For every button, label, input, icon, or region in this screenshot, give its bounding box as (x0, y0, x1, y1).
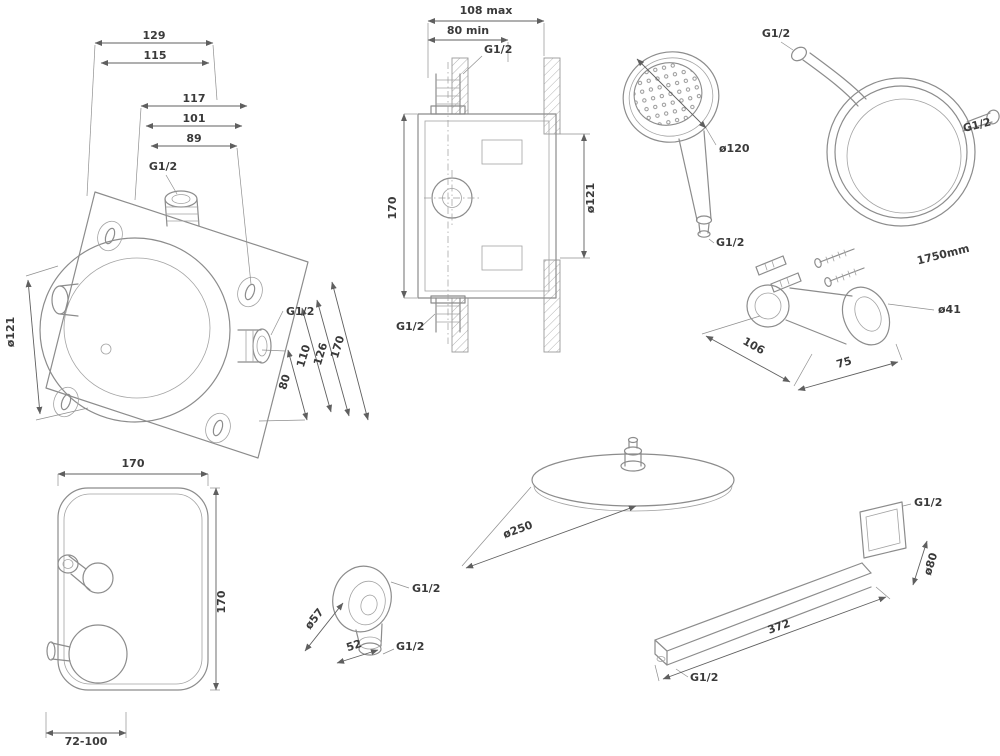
dim-129-label: 129 (143, 29, 166, 42)
mixer-body-drain-hole (100, 343, 112, 355)
hose-thread-top-label: G1/2 (762, 27, 790, 40)
hand-shower-head-outline (622, 51, 720, 143)
left-port (51, 283, 79, 317)
dim-line-dia120 (636, 58, 707, 129)
dim-line-dia57 (304, 602, 344, 652)
trim-plate-outline (57, 487, 209, 691)
dim-101-label: 101 (183, 112, 206, 125)
trim-height-label: 170 (215, 590, 228, 613)
overhead-disc-outline (531, 453, 735, 507)
spout-thread-wall-label: G1/2 (914, 496, 942, 509)
hose-thread-end-label: G1/2 (962, 115, 993, 134)
hose-connector-end (986, 109, 1000, 125)
box-inner (424, 120, 550, 292)
dim-80min-label: 80 min (447, 24, 489, 37)
holder-wall-flange (841, 286, 891, 346)
trim-width-label: 170 (122, 457, 145, 470)
wall-right-upper (543, 57, 561, 135)
holder-body (746, 284, 891, 346)
outlet-thread-bottom-label: G1/2 (396, 640, 424, 653)
mounting-anchors (755, 255, 802, 293)
mixer-body-inner-rim (63, 257, 211, 399)
hose-coil-outer (826, 77, 976, 227)
outlet-thread-side-label: G1/2 (412, 582, 440, 595)
hand-shower-connector (697, 230, 711, 238)
dim-line-dia80 (912, 540, 928, 586)
thread-top-label: G1/2 (149, 160, 177, 173)
holder-cup-ring (746, 284, 790, 328)
dim-line-52 (336, 649, 379, 664)
mounting-screws (814, 248, 865, 287)
trim-depth-label: 72-100 (65, 735, 108, 748)
upper-knob (57, 554, 114, 594)
shower-holder-diagram: 106 75 ø41 (701, 248, 961, 391)
section-dia121-label: ø121 (584, 183, 597, 214)
dim-52-label: 52 (345, 637, 364, 654)
dim-108max-label: 108 max (460, 4, 513, 17)
trim-plate-diagram: 170 170 72-100 (45, 457, 228, 748)
dim-115-label: 115 (144, 49, 167, 62)
dim-126-label: 126 (311, 341, 330, 367)
thread-side-label: G1/2 (286, 305, 314, 318)
shower-hose-diagram: G1/2 G1/2 1750mm (762, 27, 1000, 267)
lower-knob (46, 624, 128, 684)
dim-372-label: 372 (766, 617, 792, 637)
dim-line-372 (662, 596, 887, 680)
overhead-shower-diagram: ø250 (461, 436, 735, 569)
mixer-box-isometric-diagram: 129 115 117 101 89 G1/2 ø121 G1/2 80 110… (4, 29, 370, 459)
dim-80-label: 80 (276, 372, 293, 391)
box-outline (417, 113, 557, 299)
dia80-label: ø80 (921, 551, 940, 577)
dim-89-label: 89 (186, 132, 201, 145)
box-detail-upper (481, 139, 523, 165)
box-detail-lower (481, 245, 523, 271)
spout-wall-plate (859, 501, 907, 559)
side-port (237, 328, 272, 364)
hand-shower-diagram: ø120 G1/2 (622, 51, 750, 249)
mixer-box-wall-section-diagram: 108 max 80 min G1/2 170 ø121 G1/2 (386, 4, 597, 353)
section-170-label: 170 (386, 196, 399, 219)
valve-circle (431, 177, 473, 219)
dim-110-label: 110 (294, 343, 313, 369)
section-thread-top-label: G1/2 (484, 43, 512, 56)
mounting-tabs (53, 220, 263, 444)
dim-106-label: 106 (741, 335, 768, 358)
mixer-plate-outline (45, 191, 309, 459)
dia121-label: ø121 (4, 317, 17, 348)
section-thread-bottom-label: G1/2 (396, 320, 424, 333)
hand-shower-thread-label: G1/2 (716, 236, 744, 249)
hose-length-label: 1750mm (916, 242, 971, 268)
outlet-flange-outline (332, 565, 392, 633)
hand-shower-spray-face (633, 62, 703, 126)
dia120-label: ø120 (719, 142, 750, 155)
section-bottom-port (430, 295, 466, 333)
overhead-connector (620, 436, 646, 472)
dia41-label: ø41 (938, 303, 961, 316)
dim-117-label: 117 (183, 92, 206, 105)
wall-spout-diagram: G1/2 ø80 372 G1/2 (654, 496, 942, 684)
wall-outlet-elbow-diagram: G1/2 ø57 52 G1/2 (302, 565, 440, 664)
spout-thread-tip-label: G1/2 (690, 671, 718, 684)
dim-line-dia250 (465, 505, 637, 569)
dim-170-label: 170 (328, 334, 347, 360)
dim-line-75 (797, 361, 899, 391)
dia250-label: ø250 (501, 518, 534, 541)
wall-right-lower (543, 259, 561, 353)
dim-line-170 (330, 281, 370, 421)
top-port (164, 190, 200, 227)
dim-line-106 (705, 335, 791, 383)
hose-connector-top (790, 46, 808, 62)
dim-75-label: 75 (835, 354, 853, 371)
dim-line-dia121 (25, 279, 43, 415)
